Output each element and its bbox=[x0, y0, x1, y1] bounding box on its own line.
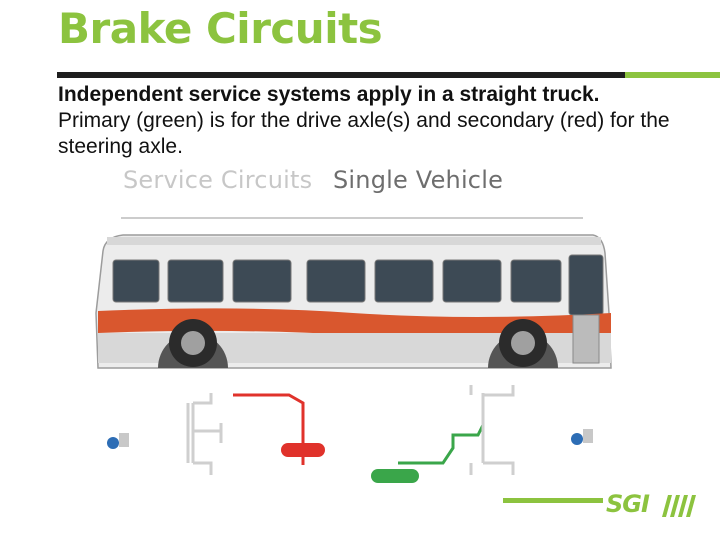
figure-caption-vehicle: Single Vehicle bbox=[333, 166, 504, 194]
title-underline bbox=[57, 72, 720, 78]
brake-circuit-figure: Service Circuits Single Vehicle bbox=[93, 163, 626, 485]
footer-accent-bar bbox=[503, 498, 603, 503]
sgi-logo: SGI bbox=[606, 490, 710, 520]
circuit-schematic bbox=[186, 385, 515, 475]
secondary-reservoir bbox=[281, 443, 325, 465]
valve-right-icon bbox=[571, 429, 593, 445]
logo-text: SGI bbox=[606, 490, 650, 518]
figure-caption-service: Service Circuits bbox=[123, 166, 313, 194]
title-underline-green bbox=[625, 72, 720, 78]
primary-reservoir bbox=[371, 469, 419, 483]
body-line-1: Independent service systems apply in a s… bbox=[58, 83, 600, 106]
slide-title: Brake Circuits bbox=[58, 4, 383, 53]
body-line-2: Primary (green) is for the drive axle(s)… bbox=[58, 109, 670, 158]
bus-wheels bbox=[158, 319, 558, 368]
bus-illustration bbox=[95, 234, 612, 369]
title-underline-dark bbox=[57, 72, 625, 78]
valve-left-icon bbox=[107, 433, 129, 449]
logo-stripes-icon bbox=[662, 495, 696, 517]
body-text: Independent service systems apply in a s… bbox=[58, 82, 678, 160]
bus-and-circuit-illustration bbox=[95, 217, 612, 483]
